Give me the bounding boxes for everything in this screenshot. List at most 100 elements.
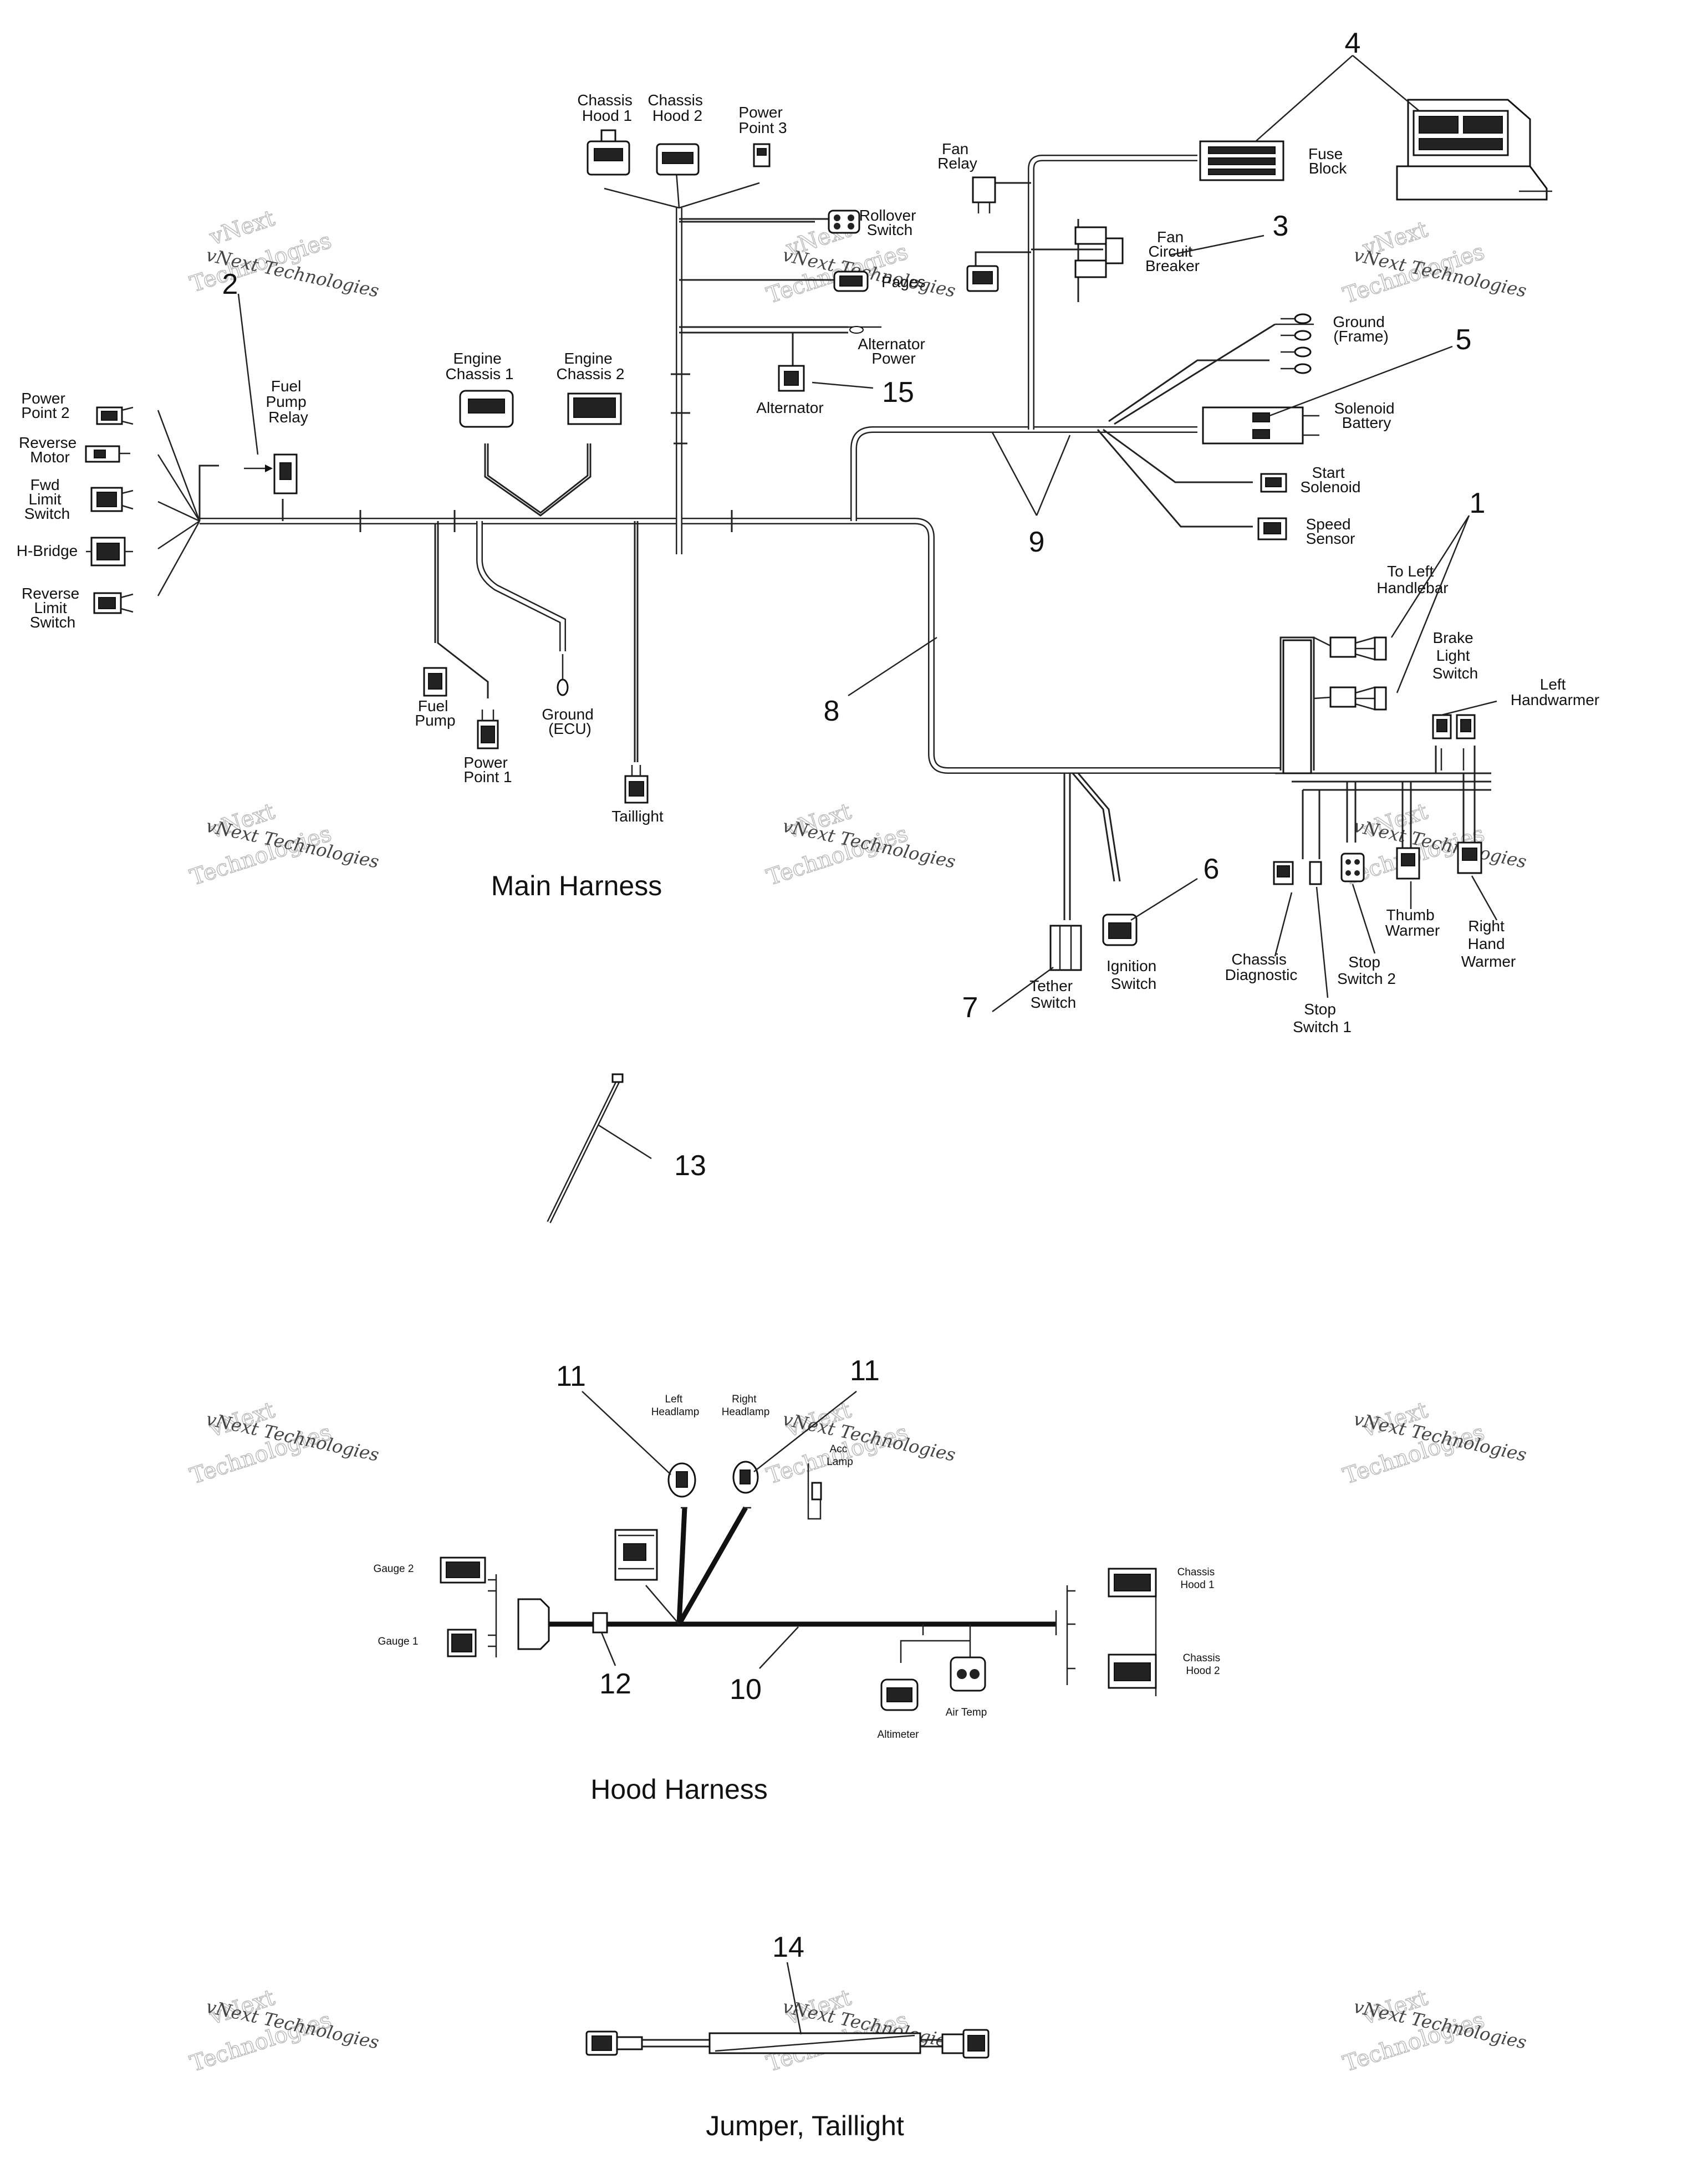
label-stop-switch-1: Stop Switch 1	[1293, 1001, 1352, 1035]
fuel-pump-relay-connector	[244, 453, 298, 494]
speed-sensor-connector	[1257, 517, 1287, 540]
solenoid-battery-connector	[1202, 406, 1319, 445]
label-fwd-limit-switch: Fwd Limit Switch	[24, 476, 70, 522]
alternator-power-terminal	[848, 326, 881, 334]
label-ignition-switch: Ignition Switch	[1107, 957, 1161, 992]
callout-2: 2	[222, 268, 238, 300]
callout-15: 15	[882, 376, 914, 409]
pages-connector	[833, 271, 869, 292]
handlebar-bundle	[1282, 636, 1387, 774]
air-temp-connector	[950, 1656, 986, 1692]
chassis-hood-1-connector	[587, 129, 630, 176]
ground-ecu-terminal	[557, 654, 569, 696]
label-stop-switch-2: Stop Switch 2	[1337, 953, 1396, 987]
fuel-pump-connector	[423, 667, 447, 697]
label-start-solenoid: Start Solenoid	[1301, 464, 1361, 496]
fuse-block-large	[1396, 99, 1552, 201]
callout-14: 14	[772, 1931, 804, 1963]
label-fan-circuit-breaker: Fan Circuit Breaker	[1145, 228, 1200, 274]
label-power-point-2: Power Point 2	[21, 390, 69, 421]
fan-circuit-breaker	[1074, 226, 1124, 278]
gauge-1-connector	[447, 1629, 477, 1657]
label-rollover-switch: Rollover Switch	[859, 207, 920, 238]
label-chassis-hood-2: Chassis Hood 2	[647, 91, 707, 124]
hood-harness-title: Hood Harness	[590, 1774, 768, 1805]
part-13-cable-tie: 13	[547, 1073, 706, 1223]
fuse-block-small	[1199, 140, 1284, 181]
engine-chassis-1-connector	[459, 390, 514, 428]
relay-plate	[614, 1529, 658, 1581]
jumper-taillight-title: Jumper, Taillight	[706, 2110, 904, 2141]
label-thumb-warmer: Thumb Warmer	[1385, 906, 1440, 939]
jumper-taillight: 14 Jumper, Taillight	[585, 1931, 990, 2141]
power-point-1-connector	[477, 710, 499, 749]
power-point-3-connector	[753, 143, 771, 167]
ground-frame-terminals	[1281, 313, 1312, 374]
label-ground-frame: Ground (Frame)	[1333, 313, 1389, 345]
main-harness-wiring	[157, 155, 1491, 920]
brake-light-switch-connector	[1432, 714, 1476, 739]
label-alternator: Alternator	[756, 399, 823, 416]
alternator-connector	[778, 365, 805, 392]
callout-10: 10	[730, 1673, 762, 1706]
stop-switch-1-connector	[1309, 861, 1322, 885]
taillight-connector	[624, 765, 649, 804]
label-chassis-diagnostic: Chassis Diagnostic	[1225, 951, 1298, 983]
start-solenoid-connector	[1260, 473, 1287, 493]
callout-3: 3	[1273, 210, 1289, 242]
fwd-limit-switch-connector	[90, 487, 134, 512]
chassis-diagnostic-connector	[1273, 861, 1294, 885]
right-hand-warmer-connector	[1457, 841, 1482, 874]
label-engine-chassis-2: Engine Chassis 2	[557, 350, 625, 382]
label-to-left-handlebar: To Left Handlebar	[1376, 563, 1448, 596]
callout-5: 5	[1456, 324, 1472, 356]
main-harness-labels: Chassis Hood 1 Chassis Hood 2 Power Poin…	[17, 91, 1599, 1035]
label-ground-ecu: Ground (ECU)	[542, 706, 598, 737]
watermark-outline: vNext	[206, 206, 278, 251]
ignition-switch-connector	[1102, 914, 1138, 946]
label-hood-chassis-hood-1: Chassis Hood 1	[1177, 1566, 1218, 1591]
main-harness-callouts: 4 3 2 5 15 9 1 8 6 7	[222, 27, 1498, 1024]
main-harness-connectors	[85, 99, 1552, 971]
label-right-hand-warmer: Right Hand Warmer	[1461, 917, 1516, 970]
label-gauge-1: Gauge 1	[378, 1636, 419, 1647]
callout-1: 1	[1470, 487, 1486, 519]
label-hood-chassis-hood-2: Chassis Hood 2	[1183, 1652, 1223, 1677]
label-tether-switch: Tether Switch	[1029, 977, 1077, 1011]
hood-chassis-hood-1-connector	[1108, 1568, 1157, 1598]
callout-11: 11	[556, 1360, 586, 1392]
altimeter-connector	[880, 1678, 919, 1711]
label-reverse-motor: Reverse Motor	[19, 434, 81, 466]
label-solenoid-battery: Solenoid Battery	[1334, 400, 1399, 431]
callout-13: 13	[674, 1150, 706, 1182]
label-fan-relay: Fan Relay	[937, 140, 977, 172]
right-headlamp-connector	[732, 1461, 759, 1494]
callout-8: 8	[824, 695, 840, 727]
callout-4: 4	[1345, 27, 1361, 59]
label-power-point-3: Power Point 3	[738, 104, 787, 136]
engine-chassis-2-connector	[567, 392, 622, 425]
label-power-point-1: Power Point 1	[463, 754, 512, 785]
relay-connector	[966, 265, 999, 292]
label-engine-chassis-1: Engine Chassis 1	[446, 350, 514, 382]
main-harness-title: Main Harness	[491, 870, 662, 901]
callout-12: 12	[599, 1668, 631, 1700]
label-alternator-power: Alternator Power	[858, 335, 929, 367]
acc-lamp-connector	[811, 1482, 822, 1501]
label-acc-lamp: Acc Lamp	[827, 1443, 853, 1468]
rollover-switch-connector	[828, 210, 860, 234]
label-speed-sensor: Speed Sensor	[1306, 516, 1355, 547]
gauge-2-connector	[440, 1557, 486, 1584]
label-left-headlamp: Left Headlamp	[651, 1394, 700, 1418]
label-fuse-block: Fuse Block	[1308, 145, 1347, 177]
label-chassis-hood-1: Chassis Hood 1	[577, 91, 636, 124]
chassis-hood-2-connector	[656, 143, 700, 176]
reverse-limit-switch-connector	[93, 592, 134, 614]
label-h-bridge: H-Bridge	[17, 542, 78, 559]
power-point-2-connector	[96, 406, 134, 425]
hood-chassis-hood-2-connector	[1108, 1654, 1157, 1689]
hood-harness-labels: Left Headlamp Right Headlamp Acc Lamp Ga…	[374, 1355, 1223, 1805]
label-gauge-2: Gauge 2	[374, 1563, 414, 1575]
callout-9: 9	[1029, 526, 1045, 558]
